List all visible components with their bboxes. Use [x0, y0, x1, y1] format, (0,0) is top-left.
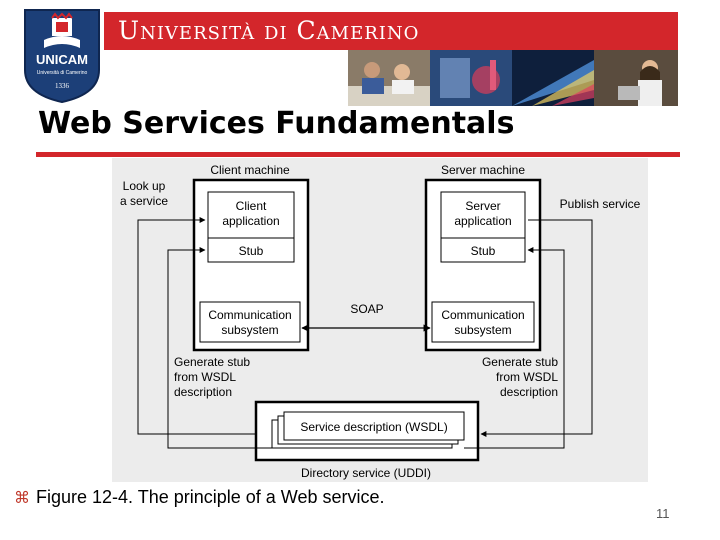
client-comm-line1: Communication [208, 308, 291, 322]
server-comm-line2: subsystem [454, 323, 511, 337]
server-machine-label: Server machine [441, 163, 525, 177]
client-app-line2: application [222, 214, 279, 228]
server-app-line1: Server [465, 199, 500, 213]
header-banner: Università di Camerino [104, 12, 678, 50]
client-machine-label: Client machine [210, 163, 290, 177]
crest-emblem [44, 12, 80, 48]
client-app-line1: Client [236, 199, 267, 213]
server-gen-line2: from WSDL [496, 370, 558, 384]
server-gen-line1: Generate stub [482, 355, 558, 369]
web-service-diagram: Client machine Server machine Client app… [112, 158, 648, 482]
look-up-line2: a service [120, 194, 168, 208]
photo-lab [430, 50, 512, 106]
client-gen-line1: Generate stub [174, 355, 250, 369]
client-generate-arrow [167, 247, 272, 449]
directory-service: Service description (WSDL) Directory ser… [254, 400, 480, 480]
header-photo-strip [348, 50, 678, 106]
unicam-logo: UNICAM Università di Camerino 1336 [24, 9, 100, 104]
publish-label: Publish service [560, 197, 641, 211]
server-app-line2: application [454, 214, 511, 228]
server-comm-line1: Communication [441, 308, 524, 322]
server-gen-line3: description [500, 385, 558, 399]
server-stub: Stub [471, 244, 496, 258]
wsdl-label: Service description (WSDL) [300, 420, 447, 434]
page-number: 11 [656, 506, 670, 521]
server-machine: Server application Stub Communication su… [424, 178, 542, 352]
soap-label: SOAP [350, 302, 383, 316]
client-gen-line3: description [174, 385, 232, 399]
title-divider [36, 152, 680, 157]
client-stub: Stub [239, 244, 264, 258]
logo-year: 1336 [55, 82, 70, 90]
uddi-label: Directory service (UDDI) [301, 466, 431, 480]
photo-students [348, 50, 430, 106]
figure-caption: ⌘ Figure 12-4. The principle of a Web se… [14, 487, 385, 508]
photo-light [512, 50, 594, 106]
server-generate-arrow [464, 247, 565, 449]
logo-name: UNICAM [36, 52, 88, 67]
slide-title: Web Services Fundamentals [38, 106, 515, 141]
logo-subtitle: Università di Camerino [37, 70, 88, 76]
look-up-line1: Look up [123, 179, 166, 193]
command-key-icon: ⌘ [14, 488, 30, 507]
client-gen-line2: from WSDL [174, 370, 236, 384]
client-machine: Client application Stub Communication su… [192, 178, 310, 352]
photo-person-laptop [594, 50, 678, 106]
caption-text: Figure 12-4. The principle of a Web serv… [36, 487, 385, 507]
university-name: Università di Camerino [118, 16, 420, 45]
publish-arrow [480, 219, 593, 437]
look-up-arrow [137, 217, 256, 435]
client-comm-line2: subsystem [221, 323, 278, 337]
